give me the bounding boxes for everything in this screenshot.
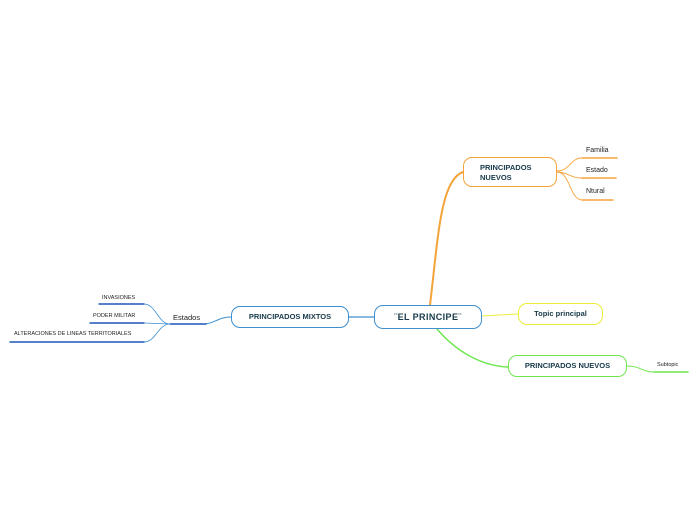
node-principados-nuevos-top[interactable]: PRINCIPADOS NUEVOS — [463, 157, 557, 187]
connector-estados-alteraciones — [143, 323, 171, 343]
connector-nuevos-familia — [556, 157, 583, 172]
subtopic-estados[interactable]: Estados — [173, 313, 201, 322]
subtopic-familia[interactable]: Familia — [586, 147, 609, 154]
subtopic-subtopic[interactable]: Subtopic — [657, 362, 679, 368]
connector-central-nuevos-top — [429, 171, 464, 306]
subtopic-invasiones[interactable]: INVASIONES — [102, 295, 136, 301]
subtopic-ntural[interactable]: Ntural — [586, 188, 605, 195]
central-topic[interactable]: ¨EL PRINCIPE¨ — [374, 305, 482, 329]
connector-nuevos-subtopic — [626, 365, 655, 373]
connector-central-nuevos-bottom — [436, 328, 509, 368]
subtopic-alteraciones[interactable]: ALTERACIONES DE LINEAS TERRITORIALES — [14, 331, 132, 337]
connector-mixtos-estados — [203, 316, 232, 325]
connector-central-topic — [481, 313, 519, 317]
subtopic-estado[interactable]: Estado — [586, 167, 608, 174]
connector-estados-poder — [143, 322, 171, 325]
connector-nuevos-ntural — [556, 171, 583, 201]
subtopic-poder-militar[interactable]: PODER MILITAR — [93, 313, 136, 319]
node-principados-nuevos-bottom[interactable]: PRINCIPADOS NUEVOS — [508, 355, 627, 377]
node-principados-mixtos[interactable]: PRINCIPADOS MIXTOS — [231, 306, 349, 328]
node-topic-principal[interactable]: Topic principal — [518, 303, 603, 325]
connector-estados-invasiones — [143, 303, 171, 325]
